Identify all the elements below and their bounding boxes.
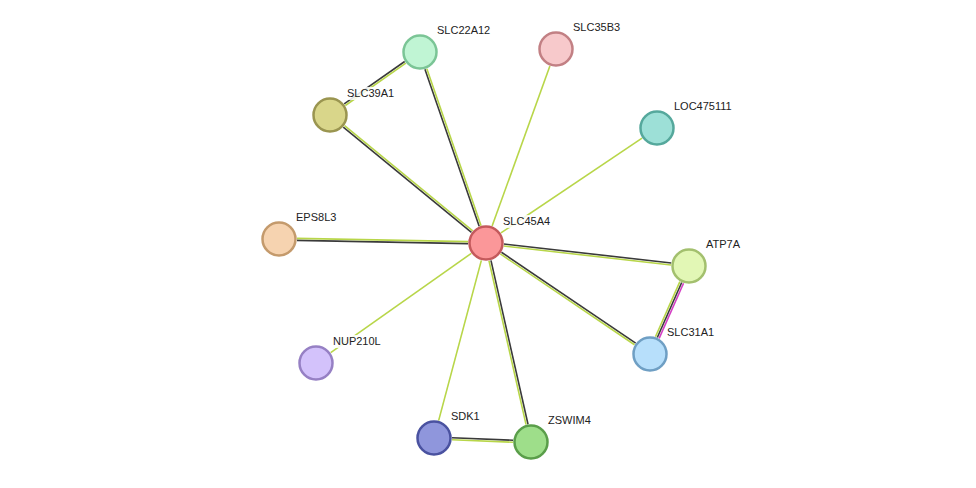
gene-label: SLC35B3: [572, 21, 621, 34]
evidence-strand: [425, 69, 479, 226]
protein-node: EPS8L3: [261, 221, 297, 257]
gene-label: LOC475111: [673, 100, 733, 113]
interaction-edge: [452, 438, 513, 443]
interaction-edge: [489, 260, 528, 424]
evidence-strand: [489, 261, 526, 425]
node-circle-svg: [538, 31, 574, 67]
node-circle: [634, 338, 667, 371]
gene-label: ZSWIM4: [547, 414, 592, 427]
gene-label: SLC45A4: [502, 215, 551, 228]
node-circle-svg: [416, 420, 452, 456]
evidence-strand: [331, 253, 472, 352]
interaction-edge: [492, 66, 550, 226]
gene-label: NUP210L: [332, 335, 382, 348]
evidence-strand: [500, 254, 634, 345]
protein-node: ZSWIM4: [513, 424, 549, 460]
node-circle-svg: [468, 225, 504, 261]
node-circle: [314, 99, 347, 132]
node-circle: [404, 36, 437, 69]
node-circle: [515, 426, 548, 459]
evidence-strand: [297, 238, 468, 241]
protein-node: SLC35B3: [538, 31, 574, 67]
protein-node: SLC39A1: [312, 97, 348, 133]
node-circle-svg: [513, 424, 549, 460]
interaction-edge: [439, 260, 482, 420]
evidence-strand: [501, 138, 642, 233]
interaction-edge: [331, 253, 472, 352]
gene-label: ATP7A: [705, 238, 741, 251]
interaction-edge: [501, 138, 642, 233]
evidence-strand: [492, 66, 550, 226]
gene-label: SLC22A12: [436, 24, 491, 37]
node-circle: [263, 223, 296, 256]
protein-node: SLC45A4: [468, 225, 504, 261]
node-circle: [418, 422, 451, 455]
node-circle: [540, 33, 573, 66]
node-circle: [470, 227, 503, 260]
interaction-edge: [297, 238, 468, 243]
evidence-strand: [345, 63, 406, 105]
protein-node: SLC31A1: [632, 336, 668, 372]
evidence-strand: [504, 246, 671, 265]
protein-node: ATP7A: [671, 248, 707, 284]
node-circle-svg: [671, 248, 707, 284]
interaction-edge: [344, 62, 406, 106]
gene-label: SDK1: [450, 410, 481, 423]
protein-node: SDK1: [416, 420, 452, 456]
node-circle: [673, 250, 706, 283]
evidence-strand: [439, 260, 482, 420]
gene-label: EPS8L3: [295, 211, 337, 224]
evidence-strand: [501, 252, 635, 343]
node-circle-svg: [639, 110, 675, 146]
evidence-strand: [344, 62, 405, 104]
protein-node: SLC22A12: [402, 34, 438, 70]
node-circle-svg: [312, 97, 348, 133]
node-circle: [641, 112, 674, 145]
node-circle: [300, 347, 333, 380]
interaction-edge: [500, 252, 635, 344]
evidence-strand: [343, 127, 471, 232]
evidence-strand: [504, 244, 671, 263]
interaction-edge: [425, 69, 481, 227]
evidence-strand: [491, 260, 528, 424]
protein-node: NUP210L: [298, 345, 334, 381]
interaction-edge: [343, 126, 472, 233]
gene-label: SLC39A1: [346, 87, 395, 100]
gene-label: SLC31A1: [666, 326, 715, 339]
node-circle-svg: [298, 345, 334, 381]
evidence-strand: [452, 440, 513, 443]
protein-node: LOC475111: [639, 110, 675, 146]
node-circle-svg: [402, 34, 438, 70]
node-circle-svg: [632, 336, 668, 372]
evidence-strand: [345, 126, 473, 231]
interaction-edge: [504, 244, 671, 265]
node-circle-svg: [261, 221, 297, 257]
